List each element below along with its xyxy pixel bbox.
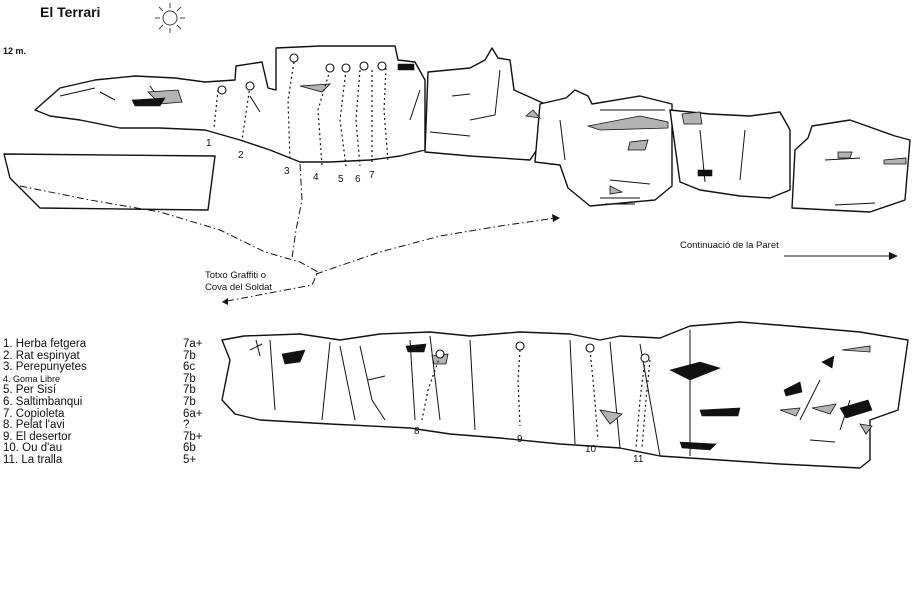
legend-row: 6. Saltimbanqui 7b	[3, 397, 213, 409]
route-grade: ?	[183, 420, 213, 432]
route-number: 9	[517, 434, 523, 445]
scale-label: 12 m.	[3, 46, 26, 56]
top-wall	[4, 46, 910, 212]
bottom-wall	[222, 322, 908, 468]
route-name: 11. La tralla	[3, 455, 62, 467]
route-number: 8	[414, 426, 420, 437]
route-grade: 7b	[183, 397, 213, 409]
route-grade: 7a+	[183, 339, 213, 351]
route-number: 7	[369, 170, 375, 181]
route-number: 6	[355, 174, 361, 185]
route-number: 10	[585, 444, 597, 455]
route-number: 5	[338, 174, 344, 185]
route-name: 8. Pelat l'avi	[3, 420, 65, 432]
sun-icon	[155, 3, 185, 33]
cave-label-line2: Cova del Soldat	[205, 282, 272, 293]
route-number: 3	[284, 166, 290, 177]
route-name: 1. Herba fetgera	[3, 339, 86, 351]
route-grade: 5+	[183, 455, 213, 467]
route-number: 11	[633, 454, 644, 465]
cave-label-line1: Totxo Graffiti o	[205, 270, 266, 281]
route-name: 3. Perepunyetes	[3, 362, 87, 374]
route-number: 2	[238, 150, 244, 161]
legend-row: 3. Perepunyetes6c	[3, 362, 213, 374]
legend-row: 8. Pelat l'avi?	[3, 420, 213, 432]
route-name: 6. Saltimbanqui	[3, 397, 82, 409]
continuation-label: Continuació de la Paret	[680, 240, 779, 251]
legend-row: 11. La tralla 5+	[3, 455, 213, 467]
legend-row: 1. Herba fetgera 7a+	[3, 339, 213, 351]
route-legend: 1. Herba fetgera7a+ 2. Rat espinyat7b 3.…	[3, 339, 213, 467]
page-title: El Terrari	[40, 4, 100, 20]
route-number: 4	[313, 172, 319, 183]
route-number: 1	[206, 138, 212, 149]
